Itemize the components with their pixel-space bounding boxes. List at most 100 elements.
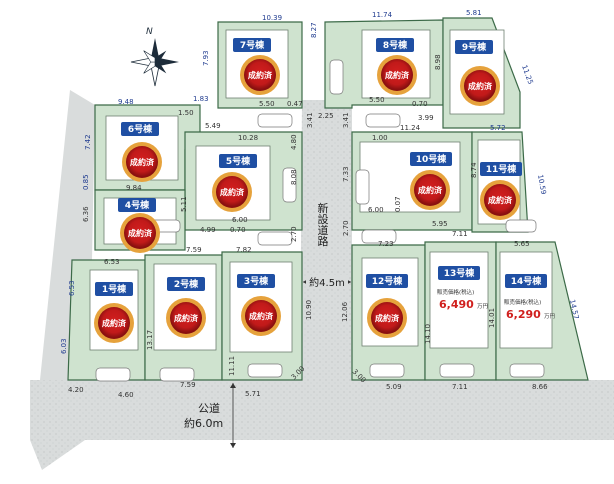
svg-text:万円: 万円 [544,313,556,320]
lot-6-label: 6号棟 [121,122,159,136]
dim-label: 5.11 [180,196,188,212]
car-14 [509,363,545,378]
svg-text:5号棟: 5号棟 [226,155,251,167]
lot-1-sold-stamp: 成約済 [94,303,134,343]
dim-label: 14.01 [488,308,496,328]
lot-3-sold-stamp: 成約済 [241,296,281,336]
lot-8-sold-stamp: 成約済 [377,55,417,95]
dim-label: 8.08 [290,169,298,185]
car-8b [329,59,344,95]
svg-text:2号棟: 2号棟 [174,278,199,290]
svg-text:成約済: 成約済 [375,313,400,323]
car-13 [439,363,475,378]
dim-label: 3.99 [418,114,434,122]
dim-label: 6.00 [368,206,384,214]
lot-14-building [499,251,553,349]
lot-12-label: 12号棟 [366,274,408,288]
lot-11-label: 11号棟 [480,162,522,176]
lot-9-label: 9号棟 [455,40,493,54]
dim-label: 0.70 [230,226,246,234]
lot-5-label: 5号棟 [219,154,257,168]
dim-label: 8.98 [434,54,442,70]
svg-text:11号棟: 11号棟 [486,163,518,175]
dim-label: 14.10 [424,324,432,344]
lot-6-sold-stamp: 成約済 [122,142,162,182]
dim-label: 0.07 [394,196,402,212]
lot-3-label: 3号棟 [237,274,275,288]
dim-label: 5.72 [490,124,506,132]
dim-label: 5.50 [259,100,275,108]
dim-label: 7.33 [342,166,350,182]
dim-label: 0.70 [412,100,428,108]
lot-10-label: 10号棟 [410,152,452,166]
dim-label: 7.93 [202,50,210,66]
car-7 [257,113,293,128]
dim-label: 7.11 [452,383,468,391]
new-road-width-arrow: 約4.5m [303,275,351,289]
lot-11-sold-stamp: 成約済 [480,180,520,220]
car-5b [282,167,297,203]
dim-label: 4.20 [68,386,84,394]
car-3 [247,363,283,378]
dim-label: 5.81 [466,9,482,17]
dim-label: 5.65 [514,240,530,248]
dim-label: 4.99 [200,226,216,234]
dim-label: 4.60 [118,391,134,399]
lot-9-sold-stamp: 成約済 [460,66,500,106]
svg-text:成約済: 成約済 [220,187,245,197]
new-road-label: 新設道路 [315,198,331,248]
svg-text:10号棟: 10号棟 [416,153,448,165]
dim-label: 11.24 [400,124,421,132]
lot-4-label: 4号棟 [118,198,156,212]
dim-label: 3.41 [342,112,350,128]
lot-14-label: 14号棟 [505,274,547,288]
car-10b [355,169,370,205]
dim-label: 4.80 [290,134,298,150]
svg-text:公道: 公道 [198,401,220,415]
lot-10-sold-stamp: 成約済 [410,170,450,210]
dim-label: 7.59 [180,381,196,389]
dim-label: 2.70 [290,226,298,242]
svg-text:14号棟: 14号棟 [511,275,543,287]
svg-text:3号棟: 3号棟 [244,275,269,287]
dim-label: 7.42 [84,134,92,150]
lot-2-sold-stamp: 成約済 [166,298,206,338]
svg-text:成約済: 成約済 [385,70,410,80]
svg-text:約4.5m: 約4.5m [309,276,345,289]
lot-7-sold-stamp: 成約済 [240,55,280,95]
dim-label: 11.25 [520,64,534,86]
dim-label: 8.27 [310,22,318,38]
dim-label: 11.11 [228,356,236,376]
dim-label: 2.70 [342,220,350,236]
svg-text:成約済: 成約済 [128,228,153,238]
svg-text:9号棟: 9号棟 [462,41,487,53]
dim-label: 10.39 [262,14,282,22]
dim-label: 9.84 [126,184,142,192]
svg-text:13号棟: 13号棟 [444,267,476,279]
svg-text:12号棟: 12号棟 [372,275,404,287]
dim-label: 6.53 [68,280,76,296]
dim-label: 10.28 [238,134,258,142]
dim-label: 8.66 [532,383,548,391]
car-13b [505,219,537,233]
lot-13-label: 13号棟 [438,266,480,280]
svg-text:成約済: 成約済 [248,70,273,80]
dim-label: 14.57 [568,299,580,320]
dim-label: 13.17 [146,330,154,350]
dim-label: 5.95 [432,220,448,228]
lot-7-label: 7号棟 [233,38,271,52]
svg-text:販売価格(税込): 販売価格(税込) [504,298,541,306]
svg-text:販売価格(税込): 販売価格(税込) [437,288,474,296]
lot-5-sold-stamp: 成約済 [212,172,252,212]
public-road [30,380,614,470]
public-road-label: 公道 約6.0m [184,383,236,448]
car-10 [361,229,397,244]
dim-label: 7.82 [236,246,252,254]
car-5 [257,231,293,246]
dim-label: 6.53 [104,258,120,266]
svg-text:7号棟: 7号棟 [240,39,265,51]
svg-text:万円: 万円 [477,303,489,310]
dim-label: 7.11 [452,230,468,238]
svg-text:8号棟: 8号棟 [383,39,408,51]
